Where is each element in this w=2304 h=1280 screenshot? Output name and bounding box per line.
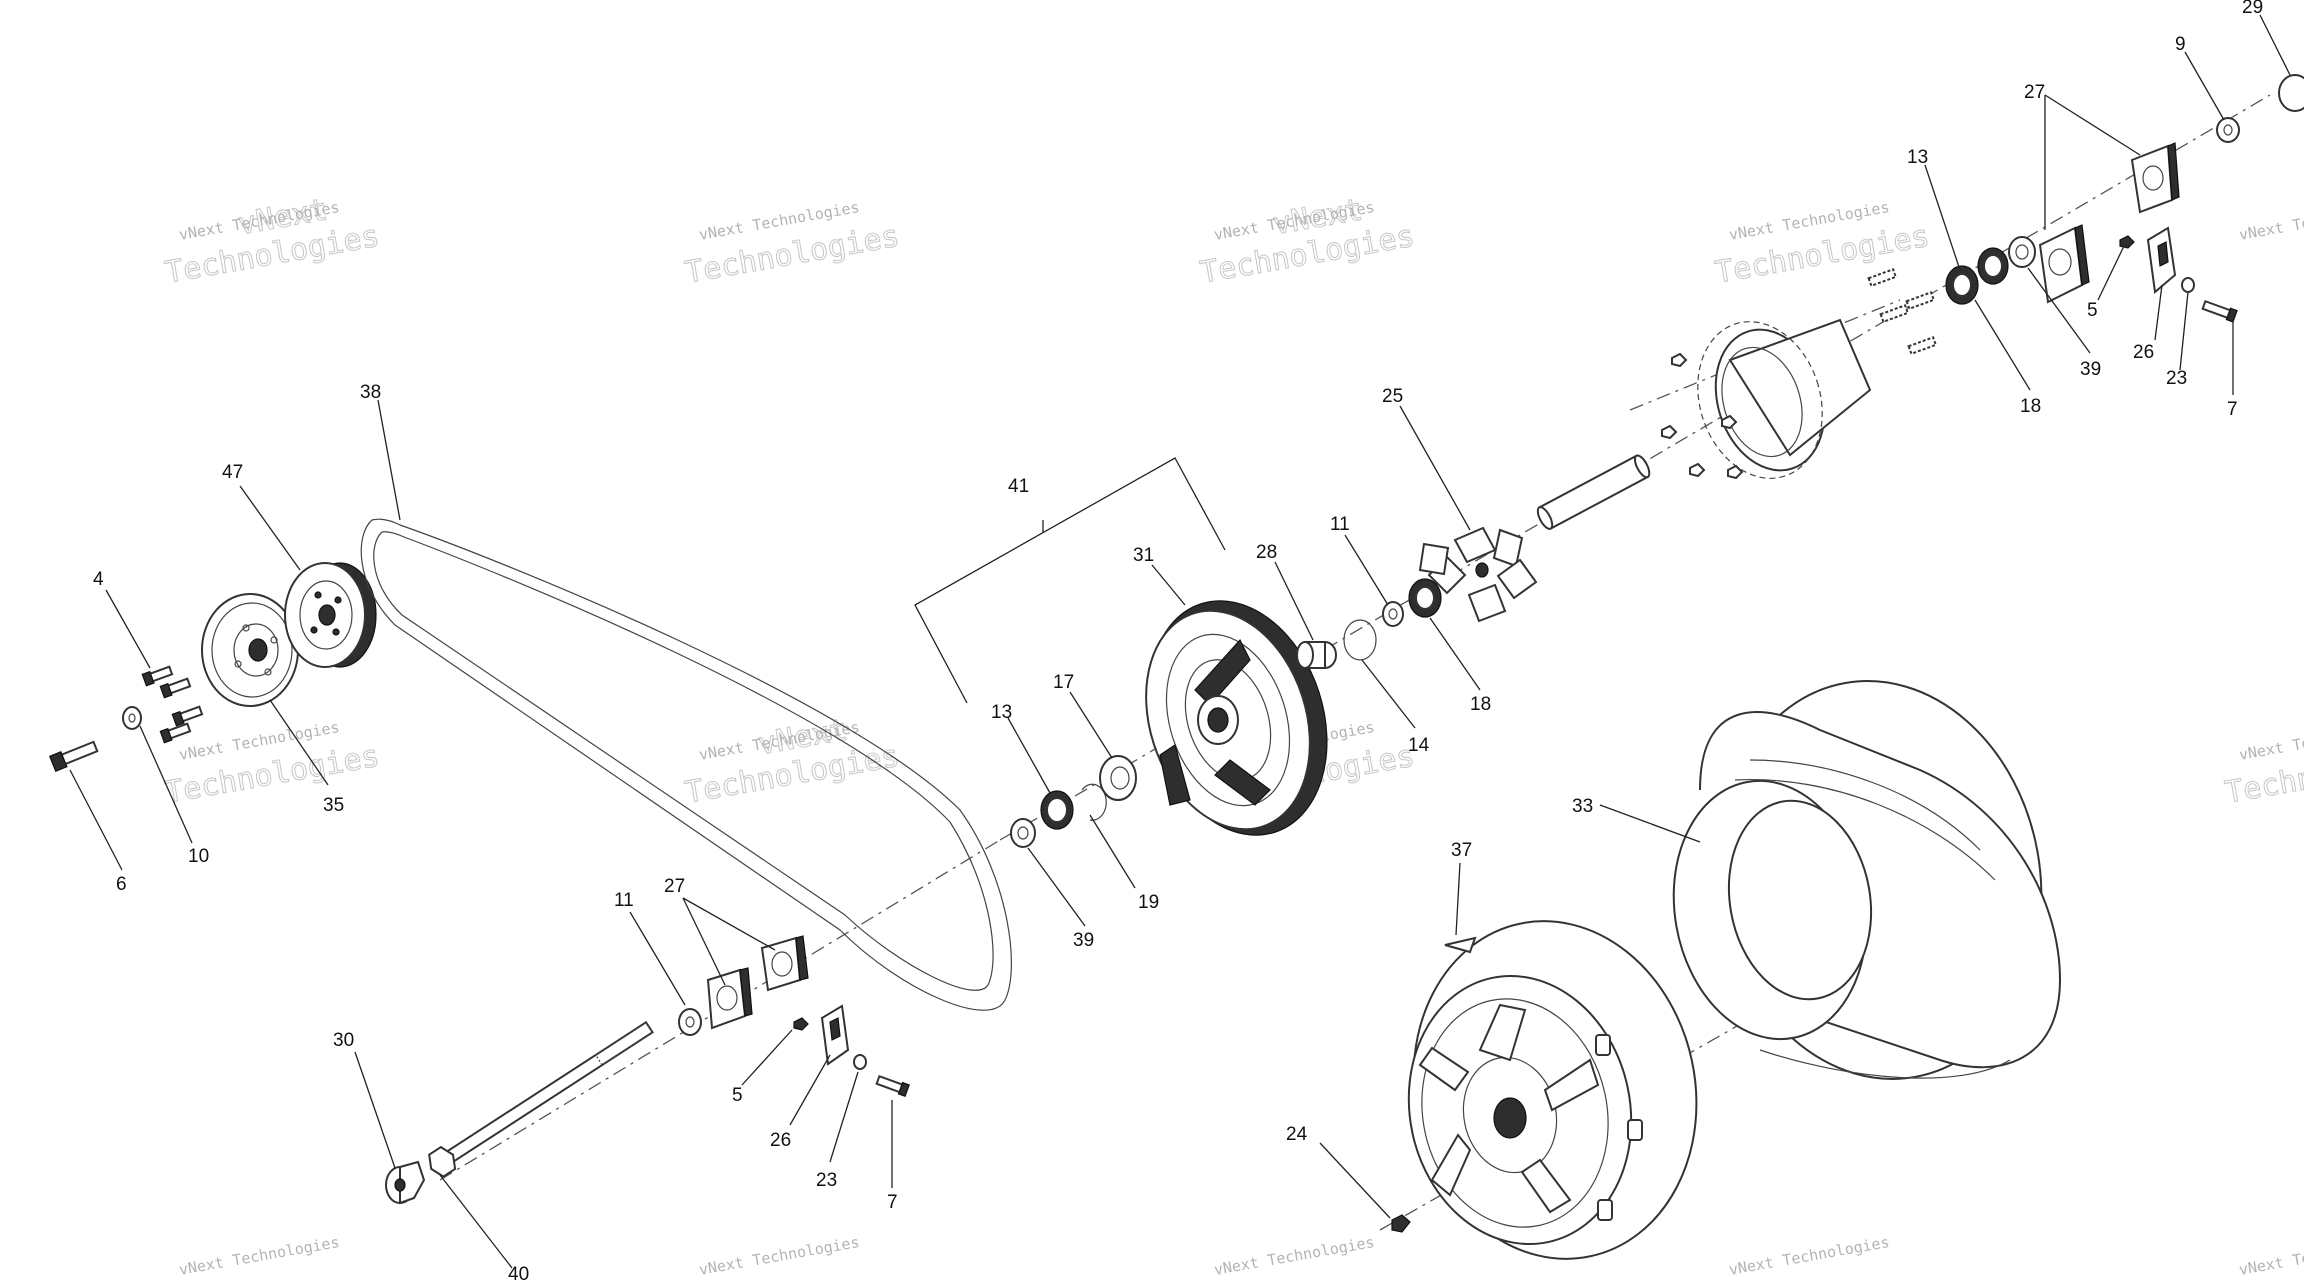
drive-belt-38 xyxy=(360,518,1012,1011)
washer xyxy=(122,706,142,730)
wheel-assembly xyxy=(1391,680,2062,1260)
callout-label: 9 xyxy=(2175,34,2186,55)
center-bolt xyxy=(48,740,99,772)
callout-label: 41 xyxy=(1008,476,1029,497)
callout-label: 5 xyxy=(732,1085,743,1106)
callout-label: 31 xyxy=(1133,545,1154,566)
callout-label: 7 xyxy=(2227,399,2238,420)
bearing-carrier-lower-a xyxy=(706,967,753,1030)
watermark-text: vNext Technologies xyxy=(2238,1233,2304,1279)
callout-label: 17 xyxy=(1053,672,1074,693)
watermark-text: vNext Technologies xyxy=(2238,198,2304,244)
callout-label: 39 xyxy=(1073,930,1094,951)
callout-label: 19 xyxy=(1138,892,1159,913)
callout-label: 38 xyxy=(360,382,381,403)
callout-label: 18 xyxy=(2020,396,2041,417)
callout-labels: 4 6 10 35 47 38 41 31 28 11 14 18 25 13 … xyxy=(93,0,2263,1280)
leader-lines xyxy=(69,14,2291,1269)
sprocket-47 xyxy=(284,562,377,668)
wheel-rim xyxy=(1407,920,1698,1260)
watermark-text: vNext Technologies xyxy=(698,1233,861,1279)
bearing-carrier-upper-a xyxy=(2038,224,2090,304)
callout-label: 10 xyxy=(188,846,209,867)
lower-axle-group xyxy=(385,935,910,1205)
callout-label: 39 xyxy=(2080,359,2101,380)
valve-seal xyxy=(1444,936,1477,954)
callout-label: 28 xyxy=(1256,542,1277,563)
driven-sprocket-group xyxy=(914,268,1938,848)
callout-label: 29 xyxy=(2242,0,2263,18)
callout-label: 47 xyxy=(222,462,243,483)
hub-housing xyxy=(1697,318,1872,479)
bearing-carrier-lower-b xyxy=(760,935,809,992)
bracket-line xyxy=(914,457,1226,704)
spacer-tube xyxy=(1536,454,1651,530)
watermark-text: vNext Technologies xyxy=(1728,1233,1891,1279)
callout-label: 18 xyxy=(1470,694,1491,715)
callout-label: 6 xyxy=(116,874,127,895)
axle-nut xyxy=(385,1160,426,1205)
callout-label: 4 xyxy=(93,569,104,590)
callout-label: 14 xyxy=(1408,735,1430,756)
callout-label: 33 xyxy=(1572,796,1593,817)
callout-label: 27 xyxy=(664,876,685,897)
cush-drive-25 xyxy=(1418,526,1538,623)
callout-label: 13 xyxy=(1907,147,1928,168)
callout-label: 26 xyxy=(2133,342,2154,363)
pulley-35 xyxy=(201,593,299,707)
bolt-set xyxy=(141,665,204,744)
callout-label: 27 xyxy=(2024,82,2045,103)
callout-label: 23 xyxy=(816,1170,837,1191)
callout-label: 11 xyxy=(614,890,634,911)
callout-label: 25 xyxy=(1382,386,1403,407)
callout-label: 26 xyxy=(770,1130,791,1151)
stud-set xyxy=(1661,268,1938,480)
callout-label: 24 xyxy=(1286,1124,1308,1145)
bearing-carrier-upper-b xyxy=(2130,142,2180,214)
callout-label: 35 xyxy=(323,795,344,816)
callout-label: 7 xyxy=(887,1192,898,1213)
right-axle-bearing-group xyxy=(1945,74,2304,323)
callout-label: 37 xyxy=(1451,840,1472,861)
callout-label: 40 xyxy=(508,1264,529,1280)
callout-label: 11 xyxy=(1330,514,1350,535)
callout-label: 30 xyxy=(333,1030,354,1051)
callout-label: 13 xyxy=(991,702,1012,723)
tire-33 xyxy=(1672,680,2062,1080)
callout-label: 23 xyxy=(2166,368,2187,389)
sprocket-31 xyxy=(1145,600,1328,836)
drive-pulley-group xyxy=(48,562,377,772)
watermark-text: vNext Technologies xyxy=(2238,718,2304,764)
watermark-text: vNext Technologies xyxy=(178,1233,341,1279)
callout-label: 5 xyxy=(2087,300,2098,321)
watermark-text: vNext Technologies xyxy=(1213,1233,1376,1279)
wheel-nut xyxy=(1391,1214,1411,1233)
